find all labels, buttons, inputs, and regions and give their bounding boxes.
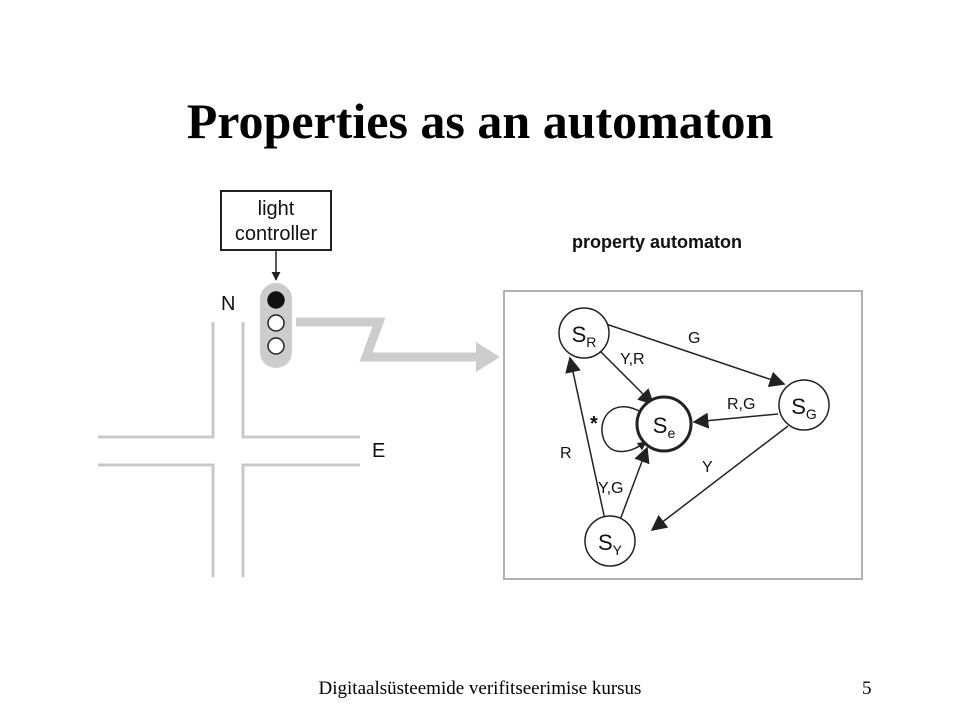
transition-label-sr-to-sg: G — [688, 330, 700, 347]
svg-text:Se: Se — [653, 413, 676, 441]
east-label: E — [372, 440, 385, 462]
transition-label-sg-to-se: R,G — [727, 396, 755, 413]
state-sr: SR — [558, 307, 610, 359]
traffic-light-lamp-middle — [267, 314, 285, 332]
transition-sg-to-sy — [650, 425, 789, 531]
transition-sr-to-se — [595, 346, 655, 406]
transition-label-sy-to-sr: R — [560, 445, 572, 462]
svg-text:SY: SY — [598, 530, 623, 558]
transition-label-sr-to-se: Y,R — [620, 351, 645, 368]
transition-sy-to-se — [619, 446, 650, 521]
transition-sr-to-sg — [605, 323, 786, 387]
transition-sg-to-se — [692, 412, 779, 429]
transition-label-sg-to-sy: Y — [702, 459, 713, 476]
slide-title: Properties as an automaton — [186, 93, 774, 149]
svg-text:SR: SR — [572, 322, 597, 350]
controller-label-line2: controller — [235, 223, 318, 245]
state-sy: SY — [584, 515, 636, 567]
footer-course-name: Digitaalsüsteemide verifitseerimise kurs… — [318, 678, 642, 699]
traffic-light-lamp-top — [267, 291, 285, 309]
state-sg: SG — [778, 379, 830, 431]
transition-label-se-self: * — [590, 413, 598, 435]
state-se: Se — [635, 395, 693, 453]
svg-text:SG: SG — [791, 394, 817, 422]
transition-sy-to-sr — [565, 356, 606, 521]
intersection-roads — [98, 322, 360, 577]
lightning-connector — [296, 317, 500, 372]
automaton-title: property automaton — [572, 232, 742, 252]
controller-label-line1: light — [258, 198, 295, 220]
transition-se-self-loop — [601, 406, 647, 453]
light-controller-box — [220, 190, 332, 251]
traffic-light-lamp-bottom — [267, 337, 285, 355]
north-label: N — [221, 293, 235, 315]
page-number: 5 — [862, 678, 872, 699]
transition-label-sy-to-se: Y,G — [598, 480, 624, 497]
